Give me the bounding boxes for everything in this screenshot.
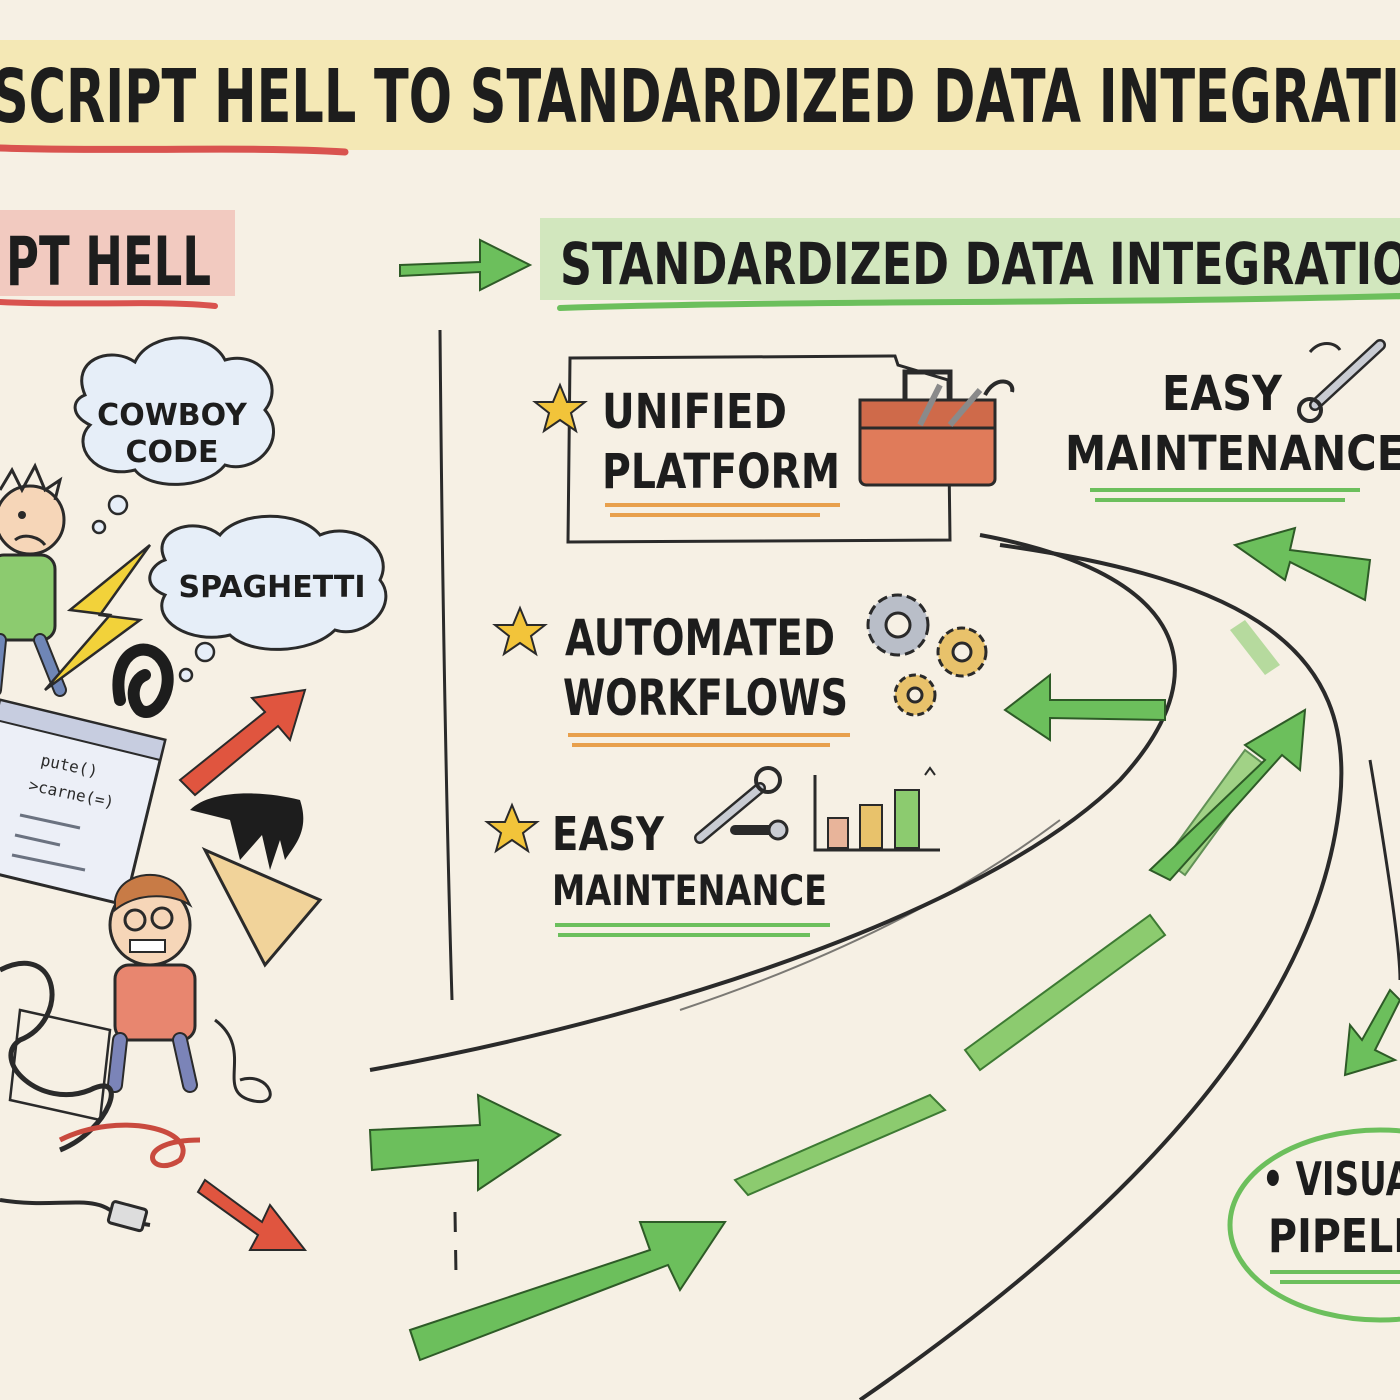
top-right-line2: MAINTENANCE	[1065, 426, 1400, 482]
road-edge-left-2	[679, 819, 1061, 1011]
code-window: pute() >carne(=)	[0, 698, 167, 907]
feature-unified-platform: UNIFIED PLATFORM	[532, 354, 1015, 544]
cowboy-line2: CODE	[126, 435, 219, 470]
wrench-icon	[694, 766, 789, 844]
green-arrow-bottom	[408, 1221, 727, 1362]
right-heading: STANDARDIZED DATA INTEGRATIO	[540, 218, 1400, 311]
scribble-cable	[214, 1018, 272, 1104]
green-arrow-right-down	[1343, 988, 1400, 1077]
star-icon	[492, 605, 548, 657]
star-icon	[484, 802, 540, 854]
road-edge-far-right	[1368, 759, 1400, 981]
automated-line2: WORKFLOWS	[563, 669, 848, 727]
red-cable	[58, 1122, 201, 1168]
road-dash-1	[733, 1093, 947, 1197]
chaos-scene: COWBOY CODE SPAGHETTI	[0, 336, 388, 1251]
green-arrow-road	[368, 1093, 562, 1192]
goo-blob-2	[190, 793, 304, 870]
unified-line2: PLATFORM	[602, 444, 840, 500]
tangled-cable-1	[0, 960, 114, 1153]
automated-line1: AUTOMATED	[565, 609, 835, 667]
feature-automated-workflows: AUTOMATED WORKFLOWS	[492, 593, 988, 747]
title-banner: SCRIPT HELL TO STANDARDIZED DATA INTEGRA…	[0, 40, 1400, 156]
stressed-character-bottom	[107, 873, 198, 1093]
stressed-character-top	[0, 462, 67, 697]
divider-dash	[453, 1211, 458, 1276]
road-dash-2	[963, 913, 1167, 1072]
unified-line1: UNIFIED	[602, 384, 787, 440]
green-arrow-top-right	[1232, 526, 1372, 602]
wrench-icon	[1297, 339, 1386, 423]
cowboy-code-cloud: COWBOY CODE	[73, 336, 275, 535]
feature-visual-pipelines: • VISUA PIPELI	[1227, 1127, 1400, 1323]
green-arrow-back-left	[1003, 672, 1166, 742]
red-arrow-up	[178, 688, 307, 797]
right-heading-text: STANDARDIZED DATA INTEGRATIO	[560, 230, 1400, 298]
visual-line1: • VISUA	[1262, 1152, 1400, 1206]
header-arrow	[399, 238, 533, 292]
road-dash-4	[1230, 620, 1280, 675]
feature-easy-maintenance: EASY MAINTENANCE	[484, 766, 940, 937]
easy-line1: EASY	[552, 807, 665, 861]
spaghetti-text: SPAGHETTI	[178, 570, 365, 605]
usb-plug	[106, 1200, 149, 1233]
divider-line	[438, 329, 454, 1001]
page-title: SCRIPT HELL TO STANDARDIZED DATA INTEGRA…	[0, 54, 1400, 140]
green-arrow-road-up	[1148, 708, 1307, 882]
road-edge-right	[858, 543, 1344, 1400]
star-icon	[532, 382, 588, 434]
toolbox-icon	[858, 369, 1015, 487]
box-outline	[8, 1008, 112, 1122]
left-heading-text: PT HELL	[6, 223, 211, 302]
easy-line2: MAINTENANCE	[552, 866, 827, 915]
feature-easy-maintenance-top-right: EASY MAINTENANCE	[1065, 339, 1400, 502]
left-heading: PT HELL	[0, 210, 235, 309]
spaghetti-cloud: SPAGHETTI	[148, 514, 388, 683]
warning-shape	[201, 846, 323, 968]
red-arrow-down	[196, 1178, 308, 1251]
lightning-bolt	[44, 544, 152, 692]
road-edge-left	[369, 533, 1177, 1072]
cowboy-line1: COWBOY	[97, 398, 248, 433]
bar-chart-icon	[813, 766, 940, 852]
top-right-line1: EASY	[1162, 366, 1283, 422]
goo-blob-1	[112, 643, 174, 718]
gears-icon	[866, 593, 988, 717]
visual-line2: PIPELI	[1268, 1209, 1400, 1263]
